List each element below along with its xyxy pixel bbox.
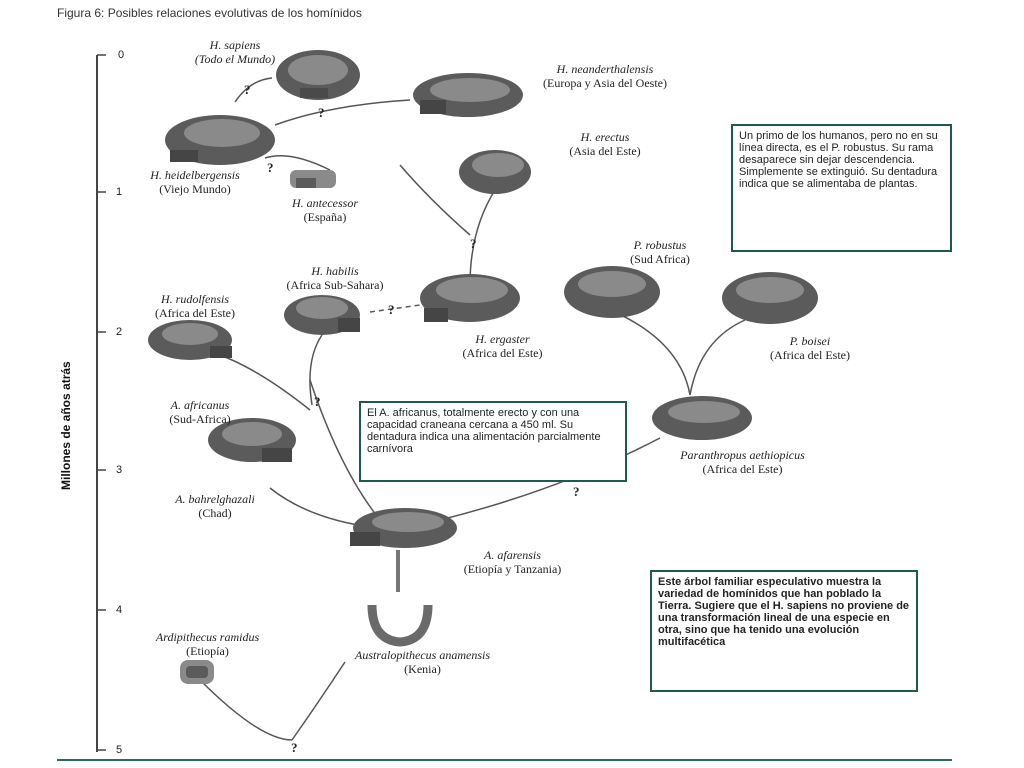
species-name: Ardipithecus ramidus	[155, 630, 260, 644]
label-heidelbergensis: H. heidelbergensis (Viejo Mundo)	[120, 168, 270, 196]
species-name: A. bahrelghazali	[175, 492, 255, 506]
branch-habilis	[309, 334, 323, 406]
label-robustus: P. robustus (Sud Africa)	[590, 238, 730, 266]
uncertain-link-marker: ?	[318, 105, 325, 120]
tick-label-0: 0	[118, 49, 125, 61]
uncertain-link-marker: ?	[573, 484, 580, 499]
robustus-note: Un primo de los humanos, pero no en su l…	[731, 124, 952, 252]
tick-label-1: 1	[116, 186, 123, 198]
branch-heidelbergensis-neanderthal	[274, 99, 411, 126]
summary-note: Este árbol familiar especulativo muestra…	[650, 570, 918, 692]
branch-afarensis-homo	[309, 379, 381, 521]
skull-antecessor	[290, 170, 336, 188]
species-region: (Todo el Mundo)	[194, 52, 276, 66]
label-bahrelghazali: A. bahrelghazali (Chad)	[145, 492, 285, 520]
branch-ergaster-erectus	[469, 189, 496, 286]
species-region: (Etiopía)	[186, 644, 229, 658]
species-region: (España)	[303, 210, 347, 224]
fossil-ramidus-teeth	[180, 660, 214, 684]
label-boisei: P. boisei (Africa del Este)	[730, 334, 890, 362]
species-name: Paranthropus aethiopicus	[680, 448, 805, 462]
axis-title: Millones de años atrás	[59, 361, 73, 490]
branch-ergaster-split	[399, 164, 471, 236]
species-name: A. afarensis	[484, 548, 541, 562]
label-erectus: H. erectus (Asia del Este)	[520, 130, 690, 158]
species-name: P. boisei	[789, 334, 831, 348]
uncertain-link-marker: ?	[314, 394, 321, 409]
species-name: A. africanus	[170, 398, 230, 412]
branch-aethiopicus-robustus	[609, 309, 691, 396]
figure-title: Figura 6: Posibles relaciones evolutivas…	[57, 6, 362, 20]
label-afarensis: A. afarensis (Etiopía y Tanzania)	[425, 548, 600, 576]
label-aethiopicus: Paranthropus aethiopicus (Africa del Est…	[670, 448, 815, 476]
label-africanus: A. africanus (Sud-Africa)	[125, 398, 275, 426]
branch-root-anamensis	[291, 661, 346, 741]
skull-sapiens	[276, 50, 360, 100]
species-region: (Africa del Este)	[702, 462, 783, 476]
label-neanderthalensis: H. neanderthalensis (Europa y Asia del O…	[520, 62, 690, 90]
species-region: (Africa del Este)	[462, 346, 543, 360]
skull-ergaster	[420, 274, 520, 322]
species-region: (Kenia)	[404, 662, 441, 676]
label-ergaster: H. ergaster (Africa del Este)	[415, 332, 590, 360]
species-name: P. robustus	[633, 238, 687, 252]
species-region: (Sud Africa)	[630, 252, 690, 266]
bottom-divider	[57, 759, 952, 761]
skull-afarensis	[350, 508, 457, 548]
species-region: (Sud-Africa)	[169, 412, 231, 426]
uncertain-link-marker: ?	[244, 82, 251, 97]
tick-label-3: 3	[116, 464, 123, 476]
skull-rudolfensis	[148, 320, 232, 360]
skull-neanderthalensis	[413, 73, 523, 117]
species-region: (Asia del Este)	[569, 144, 641, 158]
species-region: (Africa del Este)	[155, 306, 235, 320]
species-region: (Etiopía y Tanzania)	[463, 562, 562, 576]
skull-habilis	[284, 295, 360, 335]
fossil-anamensis-jaw	[367, 604, 433, 647]
species-name: H. rudolfensis	[160, 292, 229, 306]
label-habilis: H. habilis (Africa Sub-Sahara)	[270, 264, 400, 292]
species-name: H. erectus	[580, 130, 630, 144]
skull-africanus	[208, 418, 296, 462]
label-antecessor: H. antecessor (España)	[275, 196, 375, 224]
skull-boisei	[722, 272, 818, 324]
uncertain-link-marker: ?	[291, 740, 298, 755]
label-sapiens: H. sapiens (Todo el Mundo)	[190, 38, 280, 66]
species-region: (Europa y Asia del Oeste)	[543, 76, 667, 90]
branch-to-heidelbergensis	[264, 155, 331, 171]
uncertain-link-marker: ?	[388, 302, 395, 317]
branch-habilis-ergaster	[369, 304, 421, 313]
tick-label-5: 5	[116, 744, 123, 756]
species-region: (Africa Sub-Sahara)	[286, 278, 384, 292]
label-anamensis: Australopithecus anamensis (Kenia)	[340, 648, 505, 676]
species-region: (Africa del Este)	[770, 348, 850, 362]
species-name: H. habilis	[311, 264, 359, 278]
species-region: (Chad)	[198, 506, 232, 520]
branch-heidelbergensis-sapiens	[234, 77, 273, 103]
branch-aethiopicus-boisei	[689, 319, 746, 396]
africanus-note: El A. africanus, totalmente erecto y con…	[359, 401, 627, 482]
branch-afarensis-aethiopicus	[439, 437, 661, 521]
species-name: H. neanderthalensis	[556, 62, 654, 76]
species-name: H. sapiens	[209, 38, 261, 52]
skull-erectus	[459, 150, 531, 194]
species-name: H. ergaster	[475, 332, 530, 346]
label-ramidus: Ardipithecus ramidus (Etiopía)	[120, 630, 295, 658]
branch-ramidus-root	[199, 679, 293, 741]
skull-aethiopicus	[652, 396, 752, 440]
uncertain-link-marker: ?	[267, 160, 274, 175]
species-name: H. antecessor	[292, 196, 358, 210]
species-region: (Viejo Mundo)	[159, 182, 231, 196]
branch-rudolfensis	[219, 354, 311, 411]
species-name: H. heidelbergensis	[150, 168, 240, 182]
uncertain-link-marker: ?	[470, 236, 477, 251]
species-name: Australopithecus anamensis	[355, 648, 490, 662]
label-rudolfensis: H. rudolfensis (Africa del Este)	[135, 292, 255, 320]
tick-label-4: 4	[116, 604, 123, 616]
skull-robustus	[564, 266, 660, 318]
skull-heidelbergensis	[165, 115, 275, 165]
tick-label-2: 2	[116, 326, 123, 338]
